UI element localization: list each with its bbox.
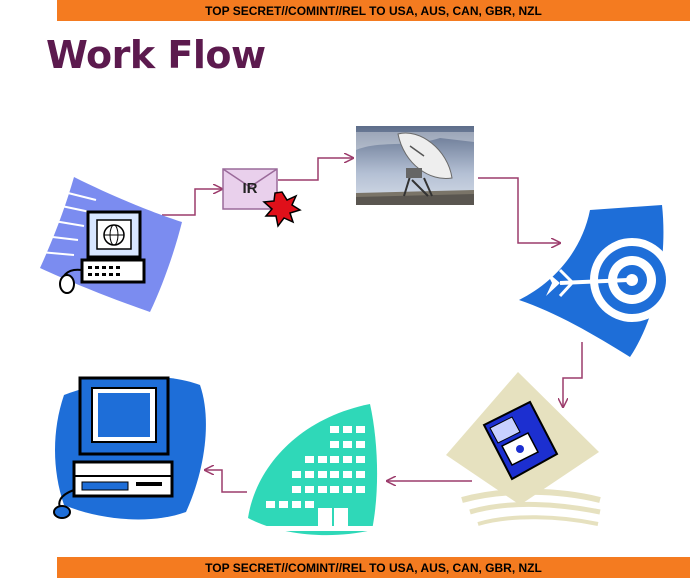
classification-banner-bottom: TOP SECRET//COMINT//REL TO USA, AUS, CAN… — [57, 557, 690, 578]
classification-text-bottom: TOP SECRET//COMINT//REL TO USA, AUS, CAN… — [205, 561, 542, 575]
